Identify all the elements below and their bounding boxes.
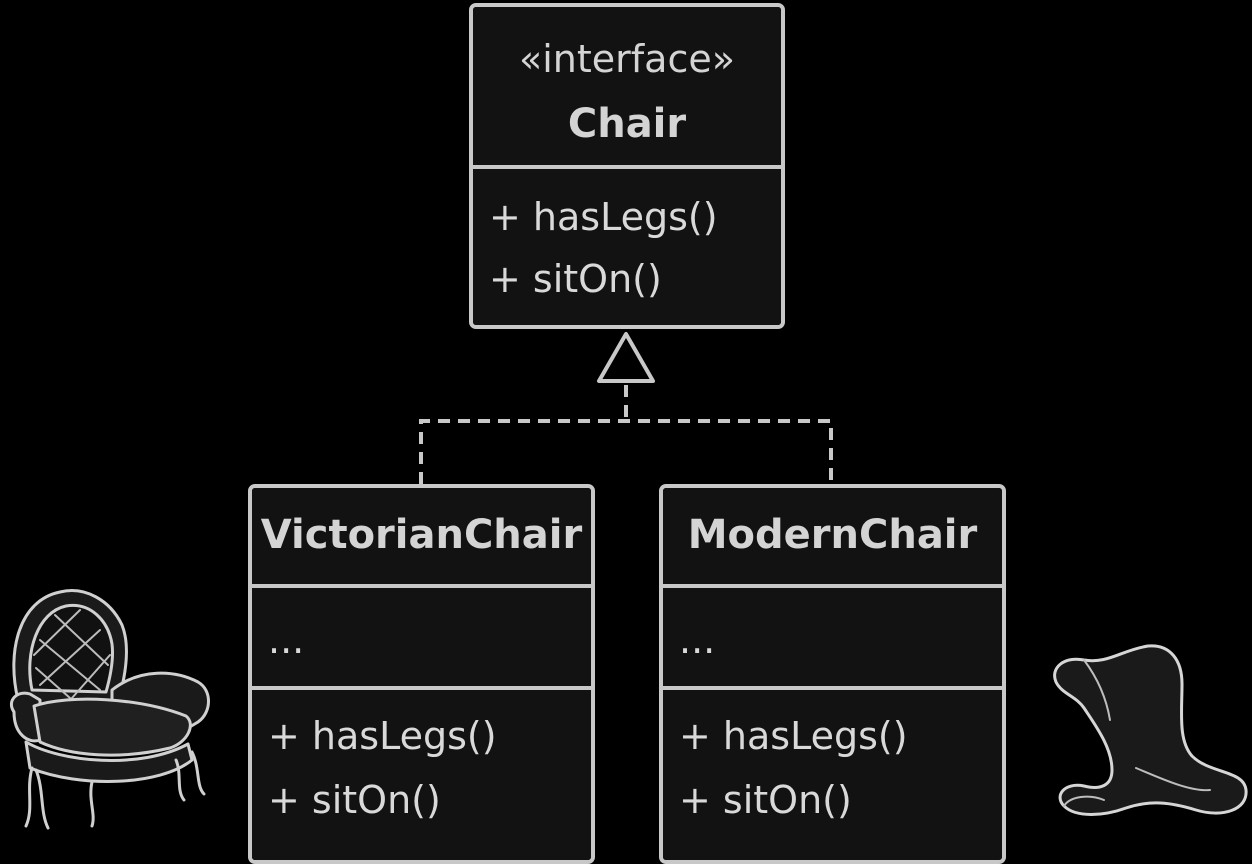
interface-name: Chair: [567, 101, 687, 147]
modernchair-methods: + hasLegs() + sitOn(): [663, 690, 1002, 860]
modern-chair-icon: [1053, 644, 1248, 816]
class-modernchair-box: ModernChair ... + hasLegs() + sitOn(): [659, 484, 1006, 864]
victorianchair-method-siton: + sitOn(): [268, 778, 441, 822]
victorianchair-method-haslegs: + hasLegs(): [268, 714, 497, 758]
victorianchair-methods: + hasLegs() + sitOn(): [252, 690, 591, 860]
interface-methods: + hasLegs() + sitOn(): [473, 169, 781, 325]
victorianchair-header: VictorianChair: [252, 488, 591, 588]
victorian-armchair-icon: [9, 589, 210, 830]
modernchair-name: ModernChair: [687, 512, 978, 558]
modernchair-fields: ...: [663, 588, 1002, 690]
victorianchair-fields-ellipsis: ...: [268, 618, 305, 662]
class-victorianchair-box: VictorianChair ... + hasLegs() + sitOn(): [248, 484, 595, 864]
interface-method-haslegs: + hasLegs(): [489, 195, 718, 239]
interface-header: «interface» Chair: [473, 7, 781, 169]
modernchair-method-siton: + sitOn(): [679, 778, 852, 822]
victorianchair-name: VictorianChair: [260, 512, 583, 558]
modernchair-method-haslegs: + hasLegs(): [679, 714, 908, 758]
interface-stereotype: «interface»: [519, 37, 735, 81]
dashed-branch-line: [419, 419, 833, 484]
modernchair-header: ModernChair: [663, 488, 1002, 588]
interface-method-siton: + sitOn(): [489, 257, 662, 301]
interface-chair-box: «interface» Chair + hasLegs() + sitOn(): [469, 3, 785, 329]
inheritance-triangle-icon: [597, 332, 655, 383]
victorianchair-fields: ...: [252, 588, 591, 690]
modernchair-fields-ellipsis: ...: [679, 618, 716, 662]
